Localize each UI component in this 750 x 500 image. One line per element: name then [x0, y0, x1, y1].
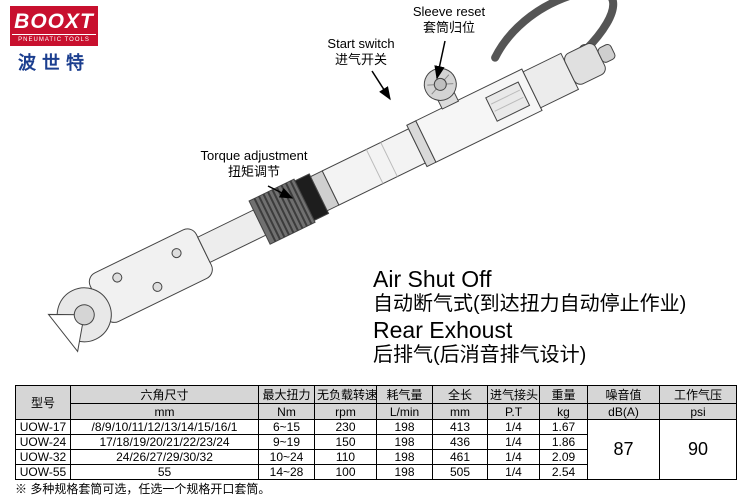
annotation-start-zh: 进气开关 — [334, 51, 387, 67]
spec-cell: 1.67 — [539, 419, 588, 435]
feature-air-shut-off-zh: 自动断气式(到达扭力自动停止作业) — [373, 293, 687, 316]
torque-ring — [248, 170, 340, 245]
header-air-consumption: 耗气量 — [376, 385, 433, 404]
spec-cell: 1/4 — [487, 464, 540, 480]
spec-cell: UOW-17 — [15, 419, 71, 435]
unit-weight: kg — [539, 403, 588, 420]
start-switch-arrow — [371, 70, 391, 101]
footnote: ※ 多种规格套筒可选，任选一个规格开口套筒。 — [15, 482, 271, 496]
table-row: UOW-55 55 14~28 100 198 505 1/4 2.54 — [15, 464, 737, 480]
annotation-sleeve-en: Sleeve reset — [412, 4, 486, 19]
header-overall-length: 全长 — [432, 385, 488, 404]
spec-cell: 230 — [314, 419, 377, 435]
header-no-load-speed: 无负载转速 — [314, 385, 377, 404]
spec-cell: /8/9/10/11/12/13/14/15/16/1 — [70, 419, 259, 435]
spec-cell: 198 — [376, 434, 433, 450]
unit-max-torque: Nm — [258, 403, 315, 420]
spec-cell: 6~15 — [258, 419, 315, 435]
noise-value: 87 — [587, 419, 660, 480]
spec-cell: 1/4 — [487, 449, 540, 465]
spec-cell: 1/4 — [487, 419, 540, 435]
spec-cell: 461 — [432, 449, 488, 465]
tool-head — [47, 228, 213, 353]
annotation-torque-zh: 扭矩调节 — [227, 163, 280, 179]
header-air-inlet: 进气接头 — [487, 385, 540, 404]
spec-cell: 24/26/27/29/30/32 — [70, 449, 259, 465]
feature-air-shut-off-en: Air Shut Off — [373, 266, 492, 292]
spec-cell: 9~19 — [258, 434, 315, 450]
spec-cell: 100 — [314, 464, 377, 480]
header-weight: 重量 — [539, 385, 588, 404]
spec-cell: 55 — [70, 464, 259, 480]
spec-cell: 198 — [376, 464, 433, 480]
header-pressure: 工作气压 — [659, 385, 737, 404]
feature-rear-exhaust-en: Rear Exhoust — [373, 316, 513, 343]
annotation-sleeve-zh: 套筒归位 — [422, 19, 475, 35]
brand-logo: BOOXT PNEUMATIC TOOLS 波世特 — [10, 6, 98, 75]
table-row: UOW-17 /8/9/10/11/12/13/14/15/16/1 6~15 … — [15, 419, 737, 480]
spec-cell: 14~28 — [258, 464, 315, 480]
brand-name: BOOXT — [14, 10, 94, 33]
spec-cell: 150 — [314, 434, 377, 450]
unit-air-inlet: P.T — [487, 403, 540, 420]
annotation-start-switch: Start switch 进气开关 — [316, 36, 406, 67]
table-row: UOW-32 24/26/27/29/30/32 10~24 110 198 4… — [15, 449, 737, 465]
start-switch-lever — [485, 81, 531, 122]
annotation-torque-en: Torque adjustment — [200, 148, 308, 163]
spec-cell: 17/18/19/20/21/22/23/24 — [70, 434, 259, 450]
brand-chinese: 波世特 — [18, 53, 90, 73]
spec-cell: 110 — [314, 449, 377, 465]
brand-subtitle: PNEUMATIC TOOLS — [12, 34, 96, 43]
feature-rear-exhaust-zh: 后排气(后消音排气设计) — [373, 343, 587, 366]
tail-nub — [597, 43, 616, 63]
spec-cell: UOW-24 — [15, 434, 71, 450]
sleeve-reset-arrow — [434, 40, 446, 80]
spec-cell: 1.86 — [539, 434, 588, 450]
unit-pressure: psi — [659, 403, 737, 420]
spec-cell: 10~24 — [258, 449, 315, 465]
unit-air-consumption: L/min — [376, 403, 433, 420]
spec-cell: 198 — [376, 419, 433, 435]
spec-cell: UOW-32 — [15, 449, 71, 465]
tool-neck — [197, 209, 267, 264]
tool-illustration — [47, 0, 618, 353]
spec-cell: 1/4 — [487, 434, 540, 450]
unit-overall-length: mm — [432, 403, 488, 420]
spec-cell: UOW-55 — [15, 464, 71, 480]
spec-cell: 198 — [376, 449, 433, 465]
logo-red-box: BOOXT PNEUMATIC TOOLS — [10, 6, 98, 46]
header-hex: 六角尺寸 — [70, 385, 259, 404]
feature-text-block: Air Shut Off 自动断气式(到达扭力自动停止作业) Rear Exho… — [373, 266, 686, 367]
spec-cell: 2.09 — [539, 449, 588, 465]
spec-cell: 505 — [432, 464, 488, 480]
unit-hex: mm — [70, 403, 259, 420]
unit-no-load-speed: rpm — [314, 403, 377, 420]
sleeve-reset-knob — [423, 67, 460, 110]
tool-mid-body — [321, 128, 426, 206]
spec-cell: 2.54 — [539, 464, 588, 480]
header-noise: 噪音值 — [587, 385, 660, 404]
header-max-torque: 最大扭力 — [258, 385, 315, 404]
annotation-start-en: Start switch — [327, 36, 395, 51]
unit-noise: dB(A) — [587, 403, 660, 420]
torque-arrow — [267, 185, 294, 199]
spec-cell: 436 — [432, 434, 488, 450]
table-row: UOW-24 17/18/19/20/21/22/23/24 9~19 150 … — [15, 434, 737, 450]
spec-table: 型号 六角尺寸 最大扭力 无负载转速 耗气量 全长 进气接头 重量 噪音值 工作… — [15, 385, 737, 480]
spec-cell: 413 — [432, 419, 488, 435]
annotation-torque-adjustment: Torque adjustment 扭矩调节 — [192, 148, 316, 179]
header-model: 型号 — [15, 385, 71, 420]
hanger-lever — [491, 0, 618, 62]
pressure-value: 90 — [659, 419, 737, 480]
annotation-sleeve-reset: Sleeve reset 套筒归位 — [398, 4, 500, 35]
